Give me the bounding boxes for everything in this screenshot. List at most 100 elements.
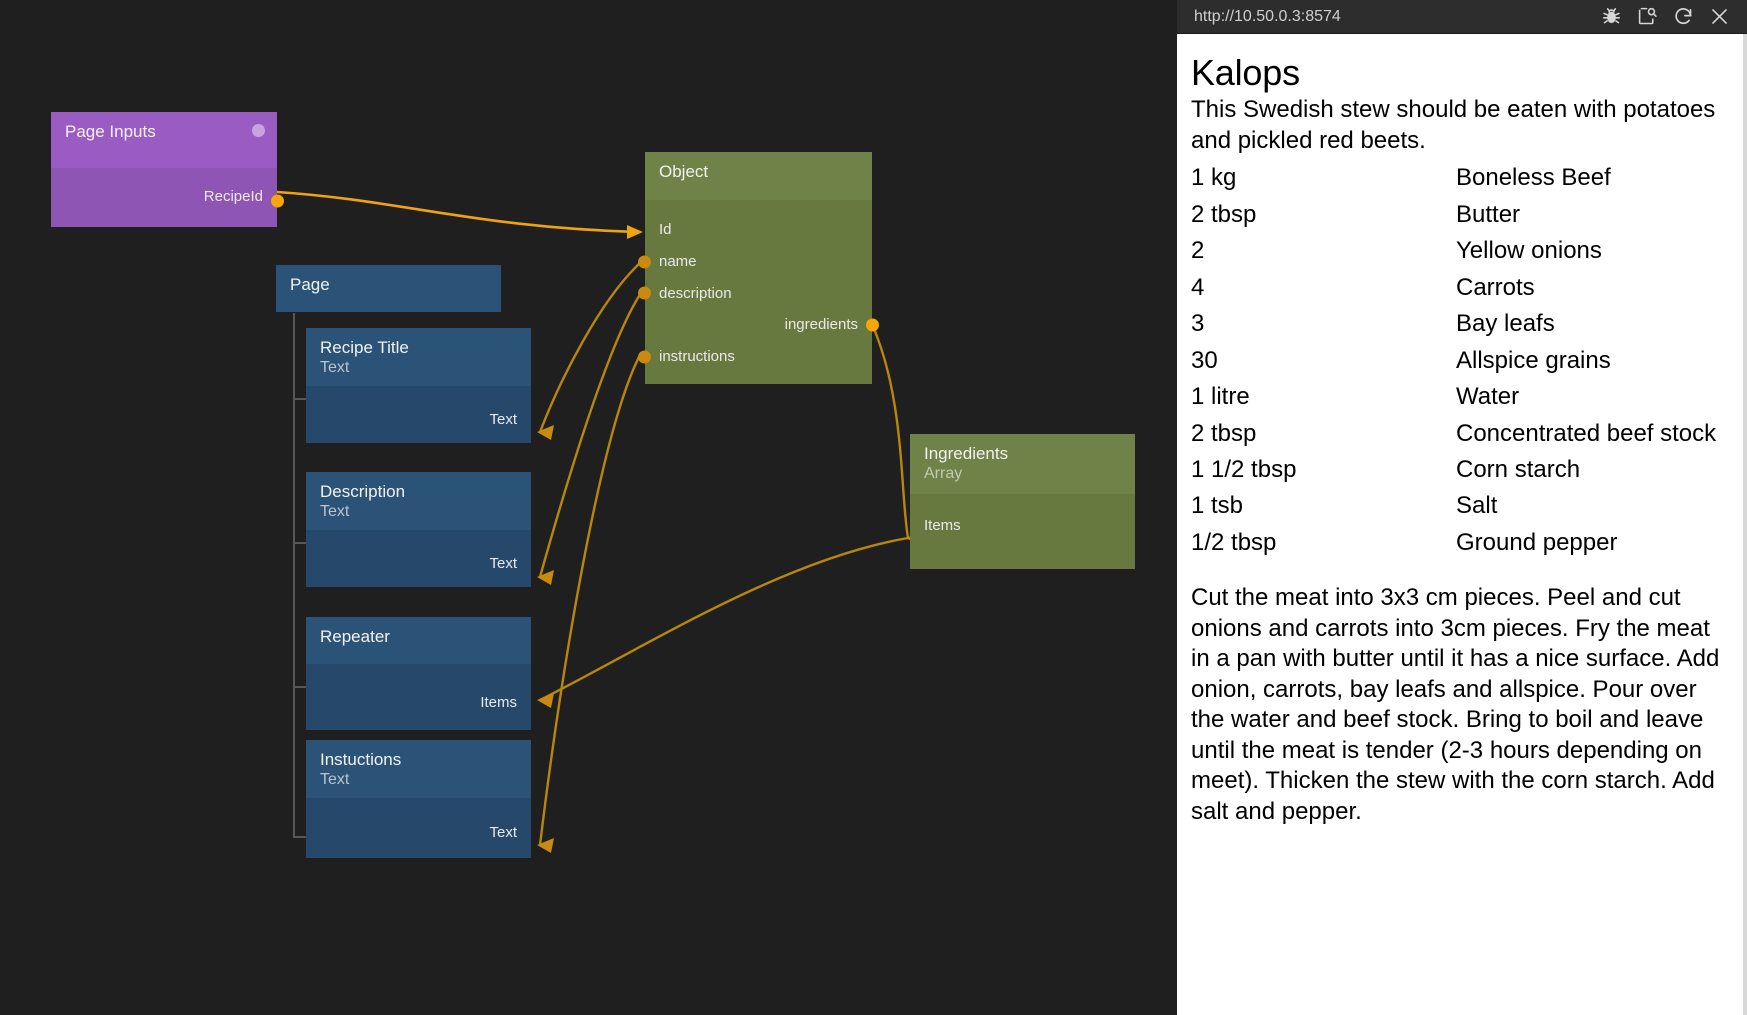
scroll-rail[interactable]: [1743, 34, 1747, 1015]
node-header: Page Inputs: [51, 112, 277, 168]
ingredient-name: Boneless Beef: [1456, 164, 1611, 192]
ingredient-quantity: 4: [1191, 273, 1205, 301]
input-port-instructions[interactable]: [638, 350, 651, 364]
node-title: Repeater: [320, 627, 390, 646]
node-subtitle: Text: [320, 503, 350, 521]
port-row-id[interactable]: Id: [645, 214, 872, 246]
node-body: Text: [306, 386, 531, 443]
port-row-items[interactable]: Items: [306, 664, 531, 719]
node-body: Text: [306, 798, 531, 858]
ingredient-quantity: 3: [1191, 310, 1205, 338]
port-row-description[interactable]: description: [638, 278, 872, 310]
node-instuctions[interactable]: Instuctions Text Text: [306, 740, 531, 858]
input-port-name[interactable]: [638, 255, 651, 269]
node-header: Recipe Title Text: [306, 328, 531, 386]
ingredient-row: 4 Carrots: [1191, 270, 1725, 306]
page-title: Kalops: [1191, 52, 1300, 93]
port-label: Items: [924, 517, 961, 534]
node-title: Instuctions: [320, 750, 402, 769]
port-label: ingredients: [784, 316, 858, 334]
tree-branch-recipe-title: [293, 398, 306, 400]
ingredient-name: Salt: [1456, 492, 1498, 520]
node-recipe-title[interactable]: Recipe Title Text Text: [306, 328, 531, 443]
node-header: Description Text: [306, 472, 531, 530]
ingredient-name: Ground pepper: [1456, 528, 1618, 556]
port-label: Text: [489, 555, 517, 572]
node-page-inputs[interactable]: Page Inputs RecipeId: [51, 112, 284, 227]
port-row-recipeid[interactable]: RecipeId: [51, 168, 284, 213]
ingredient-row: 30 Allspice grains: [1191, 343, 1725, 379]
close-icon[interactable]: [1701, 2, 1737, 32]
node-ingredients[interactable]: Ingredients Array Items: [910, 434, 1135, 569]
node-subtitle: Text: [320, 771, 350, 789]
inspect-page-icon[interactable]: [1629, 2, 1665, 32]
node-object[interactable]: Object Id name description ingredients: [638, 152, 879, 384]
ingredient-name: Allspice grains: [1456, 346, 1611, 374]
browser-toolbar: http://10.50.0.3:8574: [1177, 0, 1747, 34]
node-editor-canvas[interactable]: Page Inputs RecipeId Page Recip: [0, 0, 1177, 1015]
node-header: Repeater: [306, 617, 531, 664]
ingredient-name: Corn starch: [1456, 456, 1581, 483]
node-title: Description: [320, 482, 406, 501]
url-text[interactable]: http://10.50.0.3:8574: [1194, 7, 1341, 25]
input-port-description[interactable]: [638, 286, 651, 300]
node-header: Ingredients Array: [910, 434, 1135, 494]
tree-branch-instuctions: [293, 836, 306, 838]
tree-trunk-line: [293, 313, 295, 838]
ingredient-name: Butter: [1456, 200, 1521, 228]
reload-icon[interactable]: [1665, 2, 1701, 32]
bug-icon[interactable]: [1593, 2, 1629, 32]
browser-preview-panel: http://10.50.0.3:8574: [1177, 0, 1747, 1015]
port-label: Items: [480, 694, 517, 711]
ingredient-row: 2 tbsp Concentrated beef stock: [1191, 416, 1725, 452]
port-row-name[interactable]: name: [638, 246, 872, 278]
node-header: Object: [645, 152, 872, 200]
node-page[interactable]: Page: [276, 265, 501, 312]
port-row-text[interactable]: Text: [306, 386, 531, 436]
node-title: Page: [290, 275, 330, 294]
port-label: Text: [489, 411, 517, 428]
node-title: Recipe Title: [320, 338, 409, 357]
node-title: Ingredients: [924, 444, 1009, 463]
node-description[interactable]: Description Text Text: [306, 472, 531, 587]
output-port-ingredients[interactable]: [866, 318, 879, 332]
ingredient-quantity: 2: [1191, 237, 1205, 265]
port-label: Text: [489, 824, 517, 841]
ingredient-quantity: 2 tbsp: [1191, 419, 1257, 447]
port-row-ingredients[interactable]: ingredients: [645, 309, 879, 341]
port-label: description: [659, 284, 732, 302]
tree-branch-description: [293, 542, 306, 544]
ingredient-quantity: 30: [1191, 346, 1218, 374]
port-row-text[interactable]: Text: [306, 530, 531, 580]
ingredient-name: Carrots: [1456, 273, 1535, 301]
ingredient-name: Water: [1456, 383, 1520, 411]
node-title: Object: [659, 162, 709, 181]
node-body: Items: [910, 494, 1135, 569]
port-row-instructions[interactable]: instructions: [638, 341, 872, 373]
port-label: instructions: [659, 348, 735, 365]
node-repeater[interactable]: Repeater Items: [306, 617, 531, 730]
ingredient-quantity: 2 tbsp: [1191, 200, 1257, 228]
output-port-recipeid[interactable]: [271, 194, 284, 208]
node-body: Items: [306, 664, 531, 730]
port-row-items[interactable]: Items: [910, 510, 1135, 542]
tree-branch-repeater: [293, 686, 306, 688]
port-label: RecipeId: [203, 188, 263, 205]
port-label: Id: [659, 221, 672, 238]
node-body: RecipeId: [51, 168, 284, 227]
ingredient-name: Concentrated beef stock: [1456, 419, 1717, 447]
recipe-instructions: Cut the meat into 3x3 cm pieces. Peel an…: [1191, 584, 1720, 825]
node-title: Page Inputs: [65, 122, 156, 141]
recipe-page: Kalops This Swedish stew should be eaten…: [1177, 34, 1747, 1015]
port-row-text[interactable]: Text: [306, 798, 531, 849]
node-header: Page: [276, 265, 501, 312]
